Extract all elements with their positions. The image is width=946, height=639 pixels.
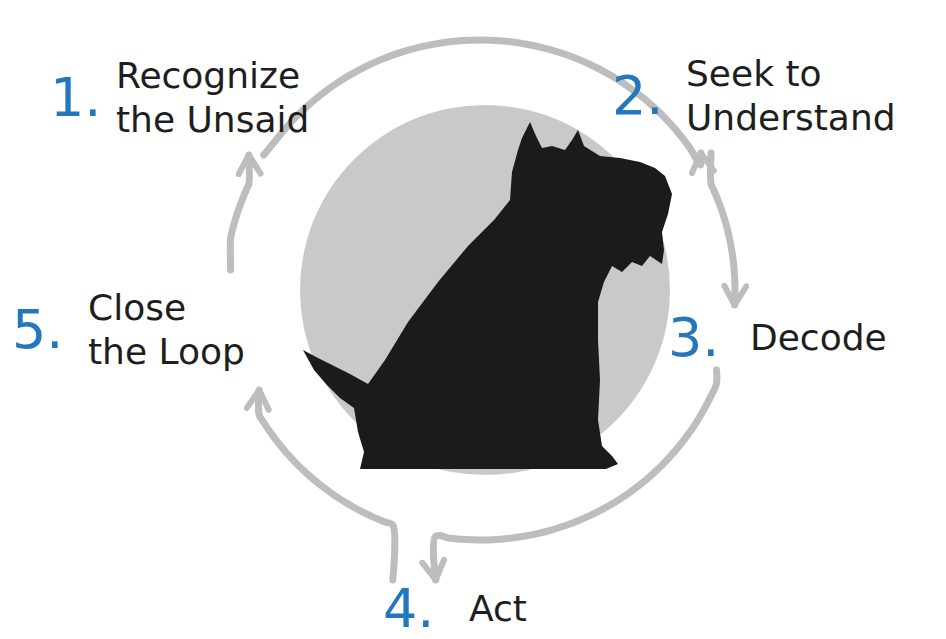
step-label: Decode — [750, 316, 910, 360]
cycle-arrow — [230, 155, 249, 270]
cycle-arrow — [433, 370, 716, 580]
step-number: 3. — [668, 311, 750, 365]
cycle-arrow — [264, 40, 702, 165]
cycle-arrow — [711, 153, 735, 305]
step-number: 4. — [383, 582, 469, 636]
step-number: 2. — [612, 69, 686, 123]
cycle-step: 2.Seek to Understand — [612, 38, 946, 153]
cycle-step: 1.Recognize the Unsaid — [50, 40, 360, 155]
step-label: Close the Loop — [88, 286, 251, 374]
step-number: 5. — [12, 303, 88, 357]
scottie-dog-silhouette — [303, 122, 672, 469]
cycle-step: 3.Decode — [668, 305, 918, 370]
step-number: 1. — [50, 71, 116, 125]
step-label: Seek to Understand — [686, 52, 926, 140]
step-label: Recognize the Unsaid — [116, 54, 356, 142]
cycle-step: 5.Close the Loop — [12, 270, 292, 390]
cycle-arrow — [258, 390, 394, 580]
cycle-step: 4.Act — [383, 580, 553, 638]
step-label: Act — [469, 587, 549, 631]
